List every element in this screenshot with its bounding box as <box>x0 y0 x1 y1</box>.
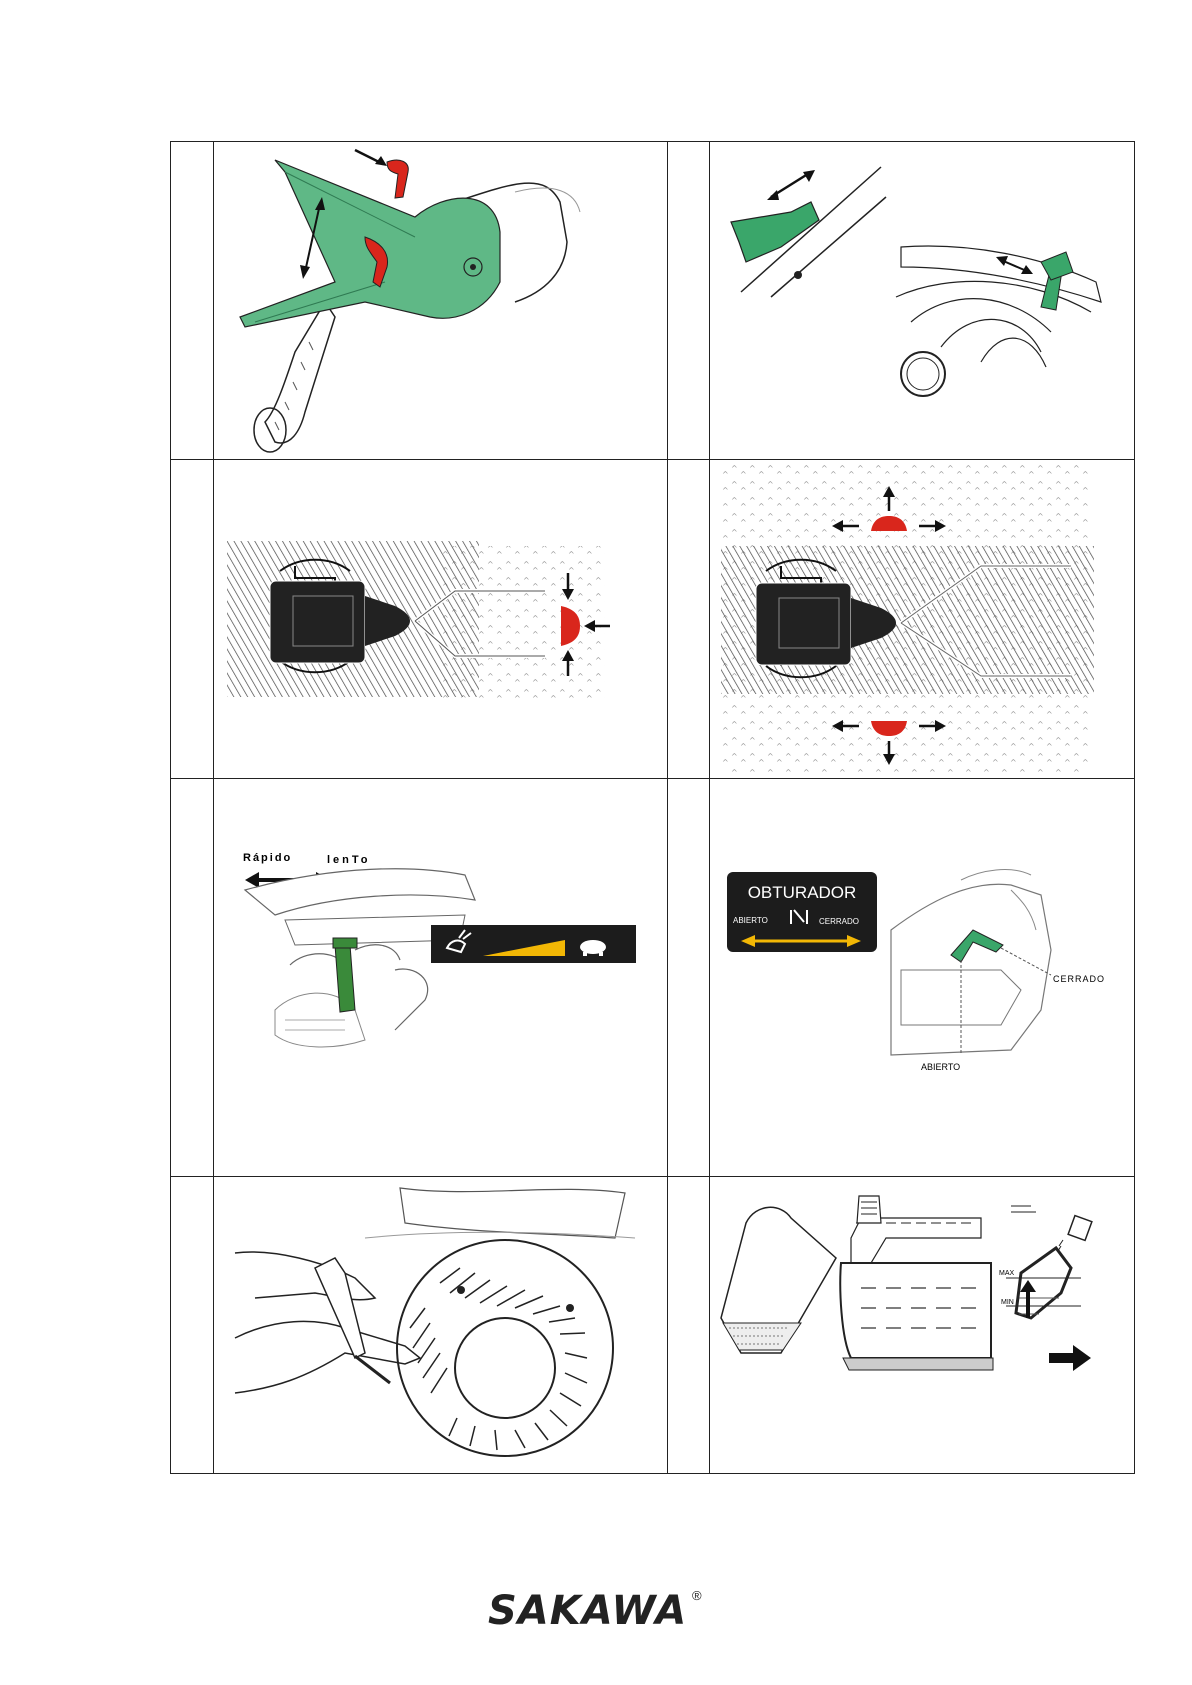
plate-closed: CERRADO <box>819 917 859 926</box>
figure-choke: OBTURADOR ABIERTO CERRADO CERRADO ABIERT… <box>711 780 1134 1175</box>
row-divider <box>171 778 1134 779</box>
sakawa-logo: SAKAWA <box>488 1582 704 1634</box>
speed-indicator-plate <box>431 925 636 963</box>
right-arrow-icon <box>1049 1345 1091 1371</box>
figure-handle-lever <box>215 142 666 458</box>
plate-title: OBTURADOR <box>748 883 857 902</box>
figure-oil-level: MAX MIN <box>711 1178 1134 1473</box>
logo-text: SAKAWA <box>488 1588 687 1634</box>
figure-throttle-guard <box>711 142 1134 458</box>
row-divider <box>171 1176 1134 1177</box>
illustration-grid: ^ ^ <box>170 141 1135 1474</box>
label-slow: lenTo <box>327 854 371 866</box>
column-divider <box>667 142 668 1473</box>
column-divider <box>213 142 214 1473</box>
green-throttle-trigger <box>731 202 819 262</box>
label-max: MAX <box>999 1270 1015 1277</box>
figure-mower-side-obstacles: ^ ^ <box>711 461 1134 777</box>
figure-recoil-starter <box>215 1178 666 1473</box>
row-divider <box>171 459 1134 460</box>
red-trigger-top <box>387 160 408 198</box>
figure-mower-front-obstacle: ^ ^ <box>215 461 666 777</box>
label-closed: CERRADO <box>1053 974 1105 984</box>
figure-speed-lever: Rápido lenTo <box>215 780 666 1175</box>
registered-mark: ® <box>692 1588 702 1603</box>
turtle-icon <box>580 940 606 954</box>
label-fast: Rápido <box>243 852 292 864</box>
label-open: ABIERTO <box>921 1062 960 1072</box>
column-divider <box>709 142 710 1473</box>
plate-open: ABIERTO <box>733 916 768 925</box>
label-min: MIN <box>1001 1299 1014 1306</box>
